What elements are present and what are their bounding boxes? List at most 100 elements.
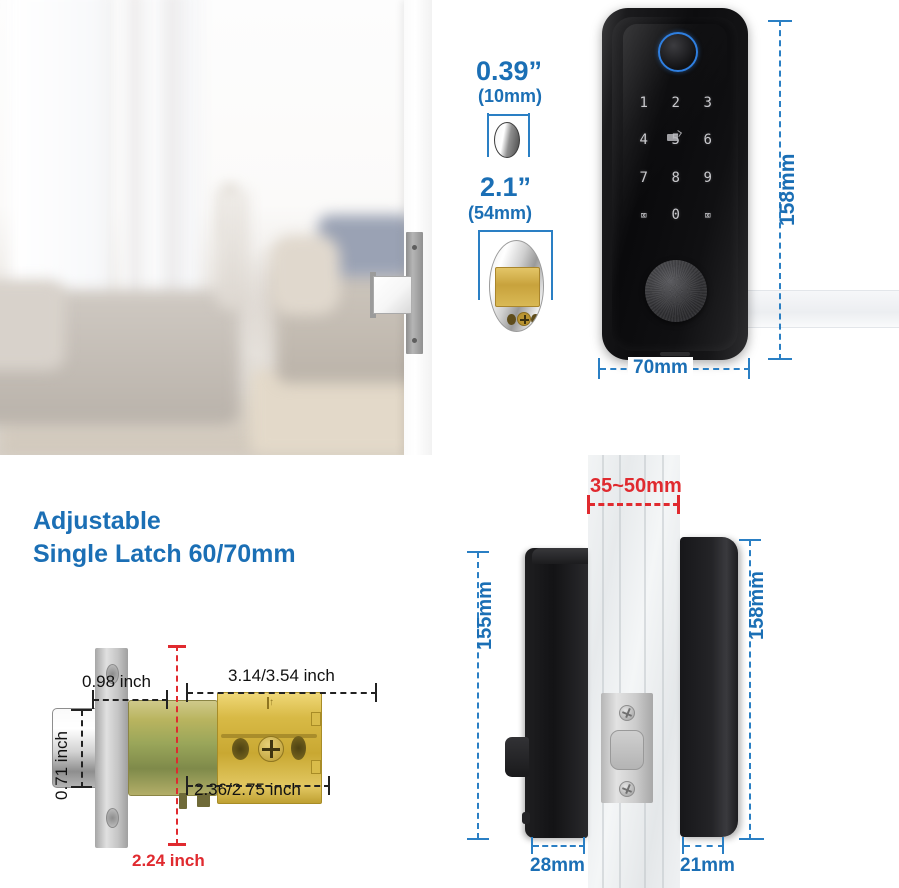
- dimension-cap: [168, 645, 186, 648]
- lock-interior-side-view: [525, 548, 588, 838]
- dimension-cap: [478, 230, 480, 300]
- dimension-cap: [71, 786, 92, 788]
- dimension-cap: [186, 776, 188, 795]
- screw-icon: [517, 312, 531, 326]
- barrel-slot: [197, 793, 210, 807]
- latch-bolt: [52, 708, 100, 788]
- lock-width-label: 70mm: [628, 357, 693, 379]
- dimension-cap: [467, 551, 489, 553]
- screw-icon: [619, 781, 635, 797]
- dimension-cap: [768, 20, 792, 22]
- lock-icon-right[interactable]: ⌧: [704, 208, 712, 222]
- key-8[interactable]: 8: [671, 169, 681, 186]
- dimension-line: [589, 503, 679, 506]
- window-pane: [10, 0, 115, 320]
- dimension-cap: [587, 495, 590, 514]
- screw-icon: [412, 338, 417, 343]
- cushion: [0, 280, 65, 370]
- key-3[interactable]: 3: [703, 94, 713, 111]
- lock-interior-top-cap: [532, 548, 588, 564]
- lock-icon-left[interactable]: ⌧: [640, 208, 648, 222]
- brass-body: [495, 267, 540, 326]
- dimension-cap: [682, 837, 684, 854]
- dimension-line: [779, 20, 781, 360]
- screw-hole: [232, 738, 249, 760]
- dimension-line: [478, 230, 552, 232]
- lock-height-label: 158mm: [776, 153, 799, 226]
- dimension-line: [176, 645, 178, 845]
- latch-faceplate: [95, 648, 128, 848]
- key-4[interactable]: 4: [639, 132, 649, 149]
- lock-exterior-side-view: [680, 537, 738, 837]
- dimension-line: [187, 785, 330, 787]
- dimension-cap: [583, 837, 585, 854]
- key-1[interactable]: 1: [639, 94, 649, 111]
- dimension-cap: [92, 690, 94, 709]
- dimension-cap: [677, 495, 680, 514]
- key-0[interactable]: 0: [671, 207, 681, 224]
- dimension-line: [684, 845, 724, 847]
- door-cross-section: [588, 455, 680, 888]
- dimension-cap: [722, 837, 724, 854]
- wood-grain: [662, 455, 664, 888]
- dimension-cap: [166, 690, 168, 709]
- dimension-line: [477, 552, 479, 839]
- key-9[interactable]: 9: [703, 169, 713, 186]
- dimension-line: [749, 540, 751, 840]
- dimension-cap: [328, 776, 330, 795]
- dimension-line: [533, 845, 585, 847]
- dimension-cap: [768, 358, 792, 360]
- latch-length-label: 3.14/3.54 inch: [228, 666, 335, 685]
- dimension-line: [487, 114, 530, 116]
- tailpiece-tab: [311, 712, 321, 726]
- bolt-cross-section: [494, 122, 520, 158]
- fingerprint-sensor-icon[interactable]: [658, 32, 698, 72]
- dimension-cap: [551, 230, 553, 300]
- rug: [250, 370, 432, 455]
- interior-thumb-turn[interactable]: [505, 737, 529, 777]
- bolt-height-label: 0.71 inch: [52, 731, 71, 800]
- dimension-cap: [186, 683, 188, 702]
- throw-blanket: [270, 235, 340, 315]
- cylinder-diameter-mm: (54mm): [468, 203, 533, 223]
- wood-grain: [619, 455, 621, 888]
- thumb-turn-knob[interactable]: [645, 260, 707, 322]
- latch-barrel: [128, 700, 218, 809]
- screw-hole: [507, 314, 516, 325]
- touch-keypad[interactable]: 1 2 3 4 5 6 7 8 9 ⌧ 0 ⌧: [628, 84, 724, 234]
- living-room-photo: [0, 0, 432, 455]
- window-frame: [168, 0, 177, 335]
- dimension-cap: [487, 113, 489, 157]
- bolt-width-label: 0.98 inch: [82, 672, 151, 691]
- key-7[interactable]: 7: [639, 169, 649, 186]
- barrel-slot: [179, 793, 187, 809]
- dimension-line: [81, 710, 83, 788]
- door-panel: [404, 0, 432, 455]
- vase: [215, 190, 250, 310]
- exterior-height-label: 158mm: [746, 571, 768, 640]
- bolt-through-hole: [610, 730, 644, 770]
- exterior-depth-label: 21mm: [680, 855, 735, 876]
- cylinder-diameter-inches: 2.1”: [480, 172, 532, 202]
- dimension-cap: [467, 838, 489, 840]
- dimension-cap: [739, 539, 761, 541]
- wood-grain: [602, 455, 604, 888]
- key-2[interactable]: 2: [671, 94, 681, 111]
- dimension-cap: [531, 837, 533, 854]
- bolt-diameter-inches: 0.39”: [476, 56, 543, 86]
- cylinder-cross-section: [489, 240, 544, 332]
- tailpiece-tab: [311, 760, 321, 774]
- key-6[interactable]: 6: [703, 132, 713, 149]
- dimension-cap: [598, 358, 600, 379]
- latch-bolt: [373, 276, 411, 314]
- latch-backset-label: 2.36/2.75 inch: [194, 780, 301, 799]
- headline-line-2: Single Latch 60/70mm: [33, 540, 296, 568]
- dimension-cap: [744, 838, 764, 840]
- smart-lock-front-view: 1 2 3 4 5 6 7 8 9 ⌧ 0 ⌧: [602, 8, 748, 360]
- door-backdrop-edge: [740, 290, 899, 328]
- dimension-cap: [168, 843, 186, 846]
- screw-icon: [619, 705, 635, 721]
- interior-height-label: 155mm: [474, 581, 496, 650]
- dimension-cap: [748, 358, 750, 379]
